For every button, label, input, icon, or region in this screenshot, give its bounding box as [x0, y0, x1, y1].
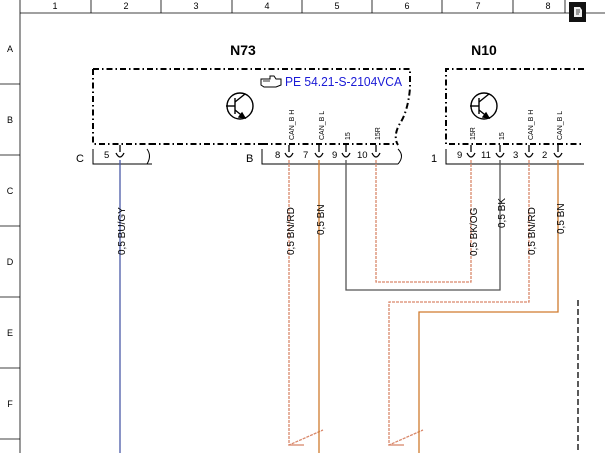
row-label: A — [7, 44, 13, 54]
column-label: 1 — [52, 1, 57, 11]
pin-number: 5 — [104, 150, 109, 161]
n73-module[interactable]: N73 PE 54.21-S-2104VCA C B CAN_B — [76, 42, 411, 165]
pin-number: 9 — [457, 150, 462, 161]
n10-title: N10 — [471, 42, 497, 58]
row-label: C — [7, 186, 14, 196]
pin-terminals — [466, 145, 563, 158]
column-label: 3 — [193, 1, 198, 11]
pin-label: 15R — [470, 127, 477, 140]
connector-label: C — [76, 153, 84, 165]
n10-outline — [445, 68, 584, 145]
pin-terminals — [115, 145, 381, 158]
wire-labels: 0,5 BU/GY 0,5 BN/RD 0,5 BN 0,5 BK/OG 0,5… — [117, 198, 567, 256]
n73-outline-left — [92, 69, 150, 145]
wire-bnrd-n73 — [288, 160, 324, 446]
column-label: 4 — [264, 1, 269, 11]
pin-label: CAN_B L — [557, 111, 564, 140]
column-labels: 1 2 3 4 5 6 7 8 — [52, 1, 550, 11]
wire-bk — [345, 160, 501, 291]
pin-number: 7 — [303, 150, 308, 161]
transistor-icon — [470, 92, 498, 120]
wire-label: 0,5 BN/RD — [527, 207, 538, 255]
pin-number: 8 — [275, 150, 280, 161]
wire-bnrd-n10 — [388, 160, 530, 446]
wire-bkog — [375, 160, 472, 283]
column-label: 6 — [404, 1, 409, 11]
wires — [119, 160, 579, 453]
n73-reference-link[interactable]: PE 54.21-S-2104VCA — [285, 75, 403, 89]
row-labels: A B C D E F — [7, 44, 14, 409]
pin-number: 2 — [542, 150, 547, 161]
pin-label: CAN_B L — [319, 111, 326, 140]
wire-bn-n10 — [418, 160, 559, 453]
page-marker-icon[interactable] — [569, 2, 586, 22]
connector-label: 1 — [431, 153, 437, 165]
n73-outline — [93, 68, 411, 146]
n10-module[interactable]: N10 1 15R 15 CAN_B H CAN_B L 9 11 3 2 — [431, 42, 584, 165]
wire-label: 0,5 BN — [316, 204, 327, 235]
wire-label: 0,5 BK/OG — [469, 207, 480, 256]
pin-label: CAN_B H — [289, 110, 296, 140]
pin-label: 15 — [499, 132, 506, 140]
column-label: 7 — [475, 1, 480, 11]
column-label: 5 — [334, 1, 339, 11]
pin-label: 15R — [375, 127, 382, 140]
n73-title: N73 — [230, 42, 256, 58]
row-label: B — [7, 115, 13, 125]
pointing-hand-icon[interactable] — [260, 75, 282, 88]
pin-number: 9 — [332, 150, 337, 161]
row-label: F — [7, 399, 13, 409]
pin-label: CAN_B H — [528, 110, 535, 140]
wire-label: 0,5 BU/GY — [117, 207, 128, 255]
pin-number: 3 — [513, 150, 518, 161]
wire-label: 0,5 BK — [497, 198, 508, 228]
wire-label: 0,5 BN/RD — [286, 207, 297, 255]
row-label: E — [7, 328, 13, 338]
wire-label: 0,5 BN — [556, 203, 567, 234]
connector-label: B — [246, 153, 253, 165]
pin-label: 15 — [345, 132, 352, 140]
pin-number: 11 — [481, 150, 491, 161]
transistor-icon — [226, 92, 254, 120]
row-label: D — [7, 257, 14, 267]
pin-number: 10 — [357, 150, 368, 161]
column-label: 8 — [545, 1, 550, 11]
column-label: 2 — [123, 1, 128, 11]
